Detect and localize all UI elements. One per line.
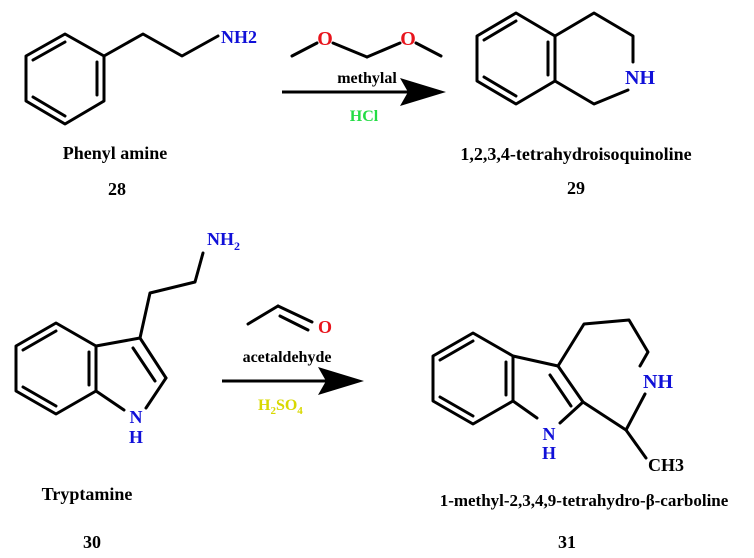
product1-name: 1,2,3,4-tetrahydroisoquinoline xyxy=(460,144,691,164)
product2-name: 1-methyl-2,3,4,9-tetrahydro-β-carboline xyxy=(440,491,729,510)
oxygen-label: O xyxy=(318,317,332,337)
pyrrole-bond xyxy=(511,354,560,368)
aromatic-inner-bond xyxy=(482,19,518,42)
pyrrole-bond xyxy=(144,376,168,410)
reactant1-number: 28 xyxy=(108,179,126,199)
methyl-bond xyxy=(246,304,280,326)
reagent1-name: methylal xyxy=(337,70,397,87)
pyrrole-bond xyxy=(94,389,126,412)
indole-nitrogen-label: N xyxy=(543,424,556,444)
indole-hydrogen-label: H xyxy=(129,427,143,447)
tetrahydro-beta-carboline-structure: N H NH CH3 xyxy=(431,318,684,475)
saturated-ring-bonds xyxy=(553,79,630,106)
acid-catalyst-label: H2SO4 xyxy=(258,397,303,417)
saturated-ring-bonds xyxy=(556,318,650,368)
saturated-ring-bonds xyxy=(581,392,647,432)
pyrrole-bond xyxy=(558,400,585,425)
methyl-bond xyxy=(414,41,443,58)
reactant1-name: Phenyl amine xyxy=(63,143,168,163)
product2-number: 31 xyxy=(558,532,576,552)
pyrrole-bond xyxy=(511,399,539,420)
pyrrole-inner-bond xyxy=(548,373,573,408)
carbonyl-double-bond xyxy=(278,314,310,332)
amine-label: NH xyxy=(625,67,655,89)
aromatic-inner-bond xyxy=(438,339,475,362)
benzene-ring xyxy=(431,331,515,426)
acid-catalyst-label: HCl xyxy=(350,108,379,125)
benzene-ring xyxy=(475,11,557,106)
benzene-ring xyxy=(24,32,106,126)
methyl-label: CH3 xyxy=(648,455,684,475)
methylene-bond xyxy=(331,41,369,59)
tryptamine-structure: N H NH2 xyxy=(14,229,240,447)
aromatic-inner-bond xyxy=(21,385,58,408)
aromatic-inner-bond xyxy=(31,40,67,62)
indole-hydrogen-label: H xyxy=(542,443,556,463)
oxygen-label: O xyxy=(400,28,416,50)
tetrahydroisoquinoline-structure: NH xyxy=(475,11,655,106)
aromatic-inner-bond xyxy=(482,75,518,98)
pyrrole-bond xyxy=(556,364,585,404)
pyrrole-bond xyxy=(138,336,168,380)
reaction-arrow-head xyxy=(318,367,364,395)
amine-label: NH2 xyxy=(207,229,240,253)
saturated-ring-bonds xyxy=(553,11,635,64)
benzene-ring xyxy=(14,321,98,416)
pyrrole-bond xyxy=(94,336,142,348)
reagent2-name: acetaldehyde xyxy=(243,349,332,366)
reaction-arrow-head xyxy=(400,78,446,106)
ethylamine-chain xyxy=(138,251,205,340)
methyl-bond xyxy=(290,41,319,58)
acetaldehyde-structure: O xyxy=(246,304,332,337)
methylal-structure: O O xyxy=(290,28,443,59)
aromatic-inner-bond xyxy=(438,395,475,418)
indole-nitrogen-label: N xyxy=(130,407,143,427)
amine-label: NH2 xyxy=(221,27,257,47)
reactant2-name: Tryptamine xyxy=(42,484,133,504)
methyl-bond xyxy=(624,428,648,460)
ethylamine-chain xyxy=(102,32,220,58)
carbonyl-bond xyxy=(276,304,314,324)
phenyl-amine-structure: NH2 xyxy=(24,27,257,126)
pyrrole-inner-bond xyxy=(131,346,157,383)
oxygen-label: O xyxy=(317,28,333,50)
aromatic-inner-bond xyxy=(21,329,58,352)
reactant2-number: 30 xyxy=(83,532,101,552)
methylene-bond xyxy=(365,41,402,59)
amine-label: NH xyxy=(643,371,673,393)
product1-number: 29 xyxy=(567,178,585,198)
aromatic-inner-bond xyxy=(31,95,67,118)
